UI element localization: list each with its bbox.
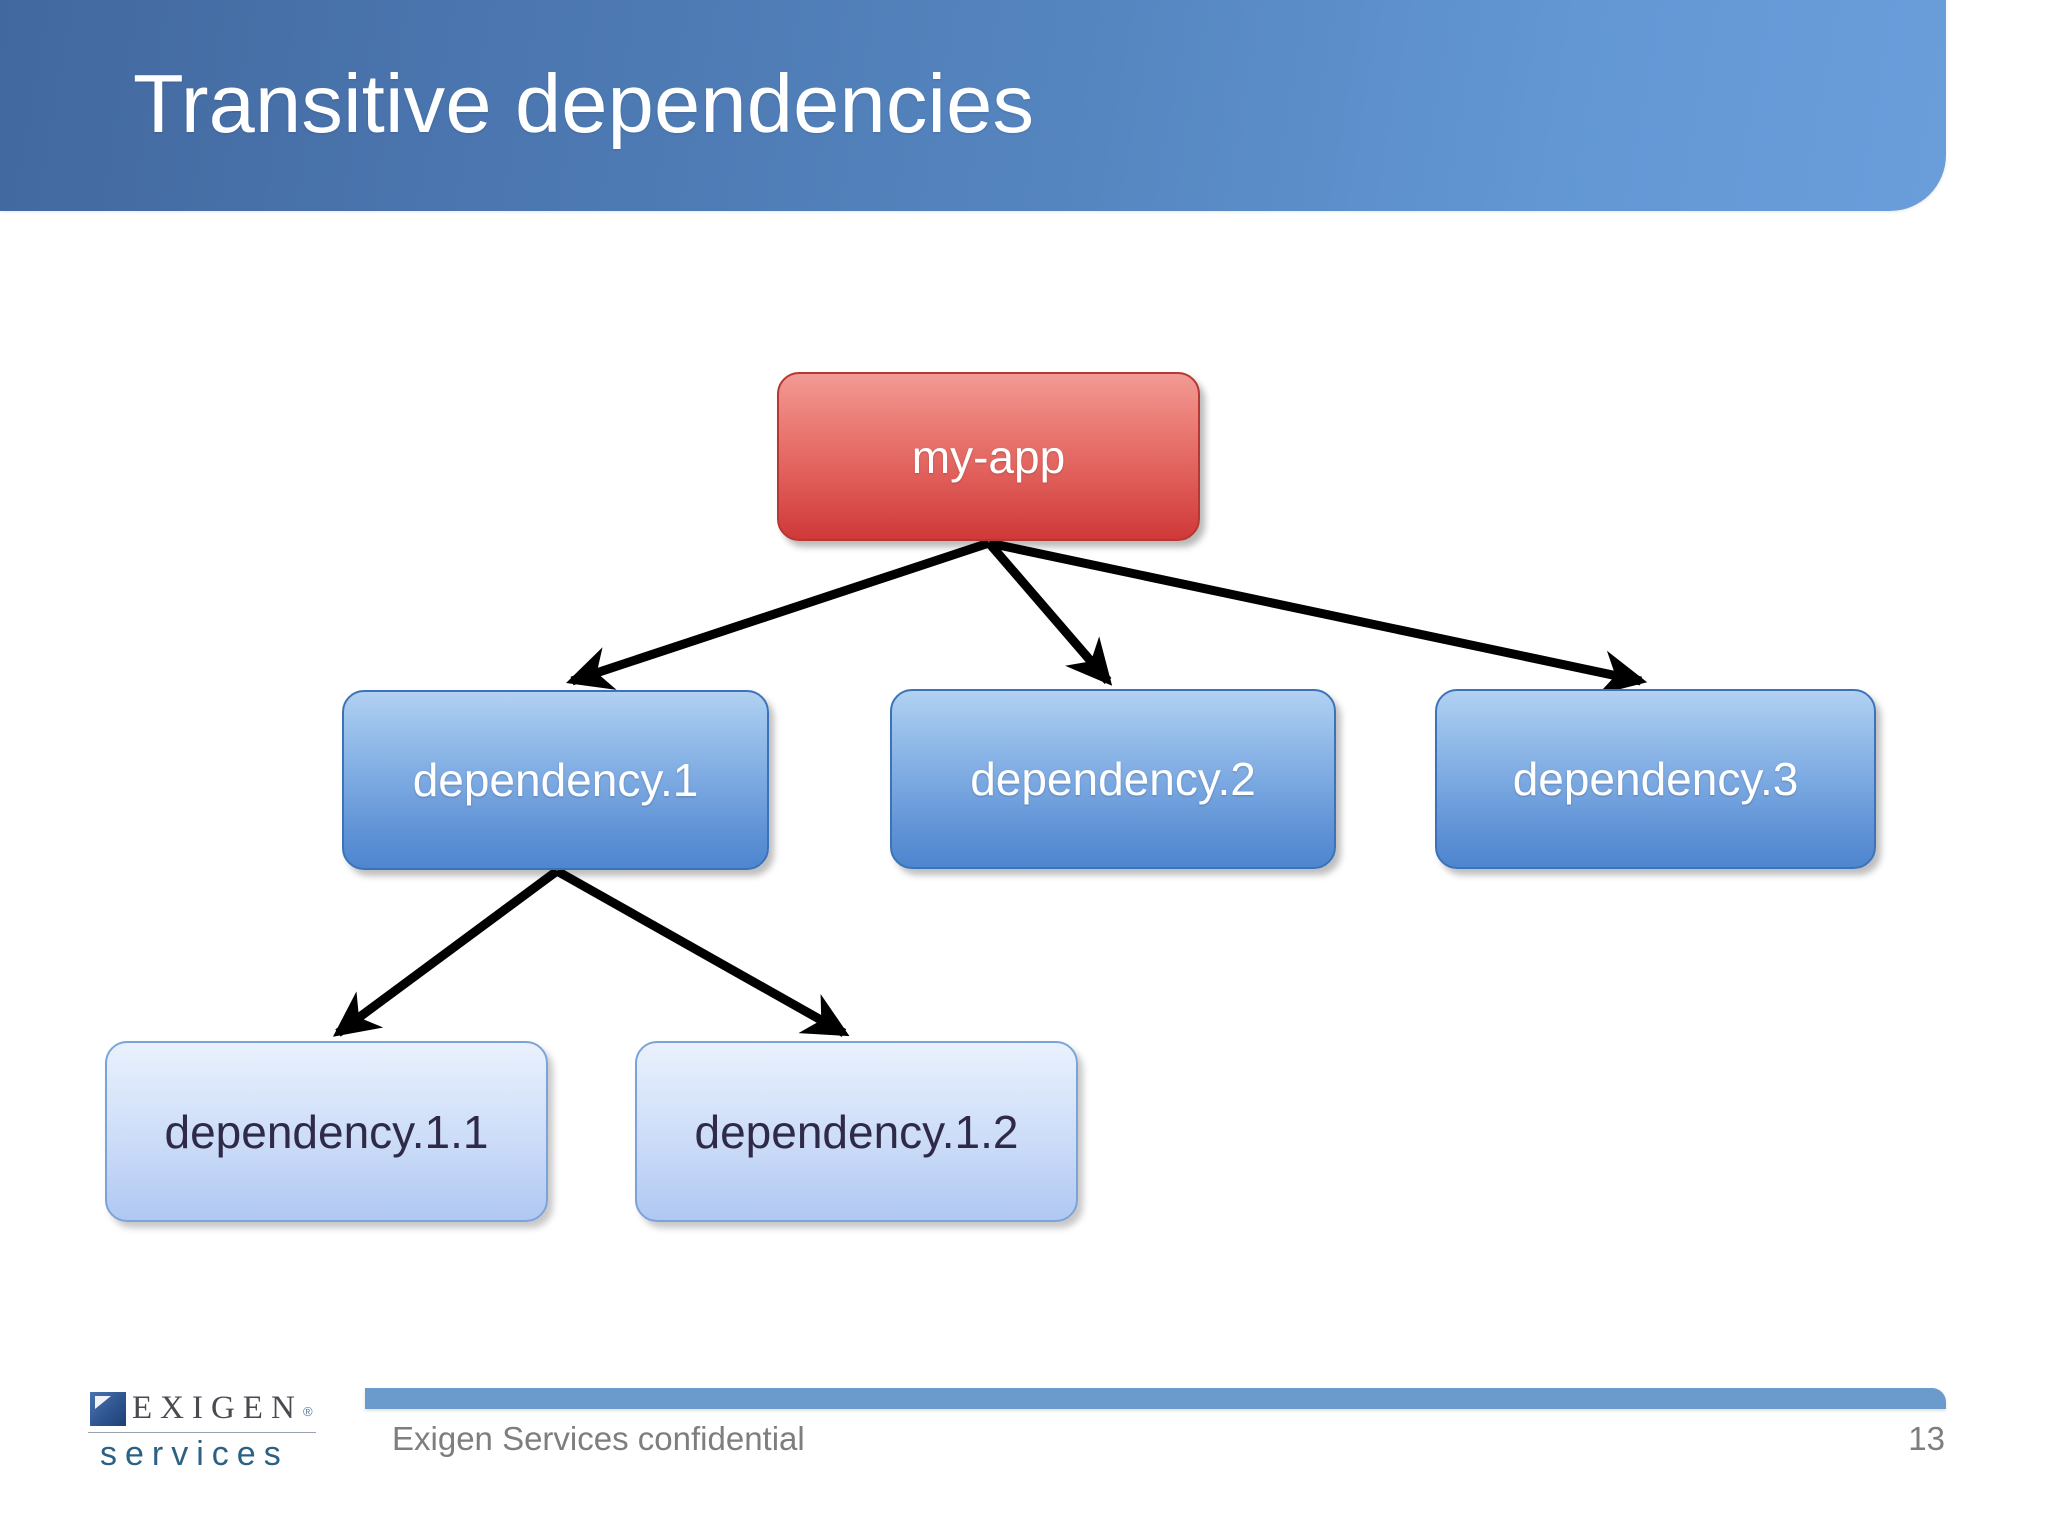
footer-accent-bar <box>365 1388 1946 1409</box>
node-label: dependency.1.2 <box>694 1105 1019 1158</box>
node-label: dependency.2 <box>970 753 1256 805</box>
node-dependency-1[interactable]: dependency.1 <box>342 690 769 870</box>
node-dependency-3[interactable]: dependency.3 <box>1435 689 1876 869</box>
page-title: Transitive dependencies <box>133 57 1035 150</box>
edge-my-app-to-dependency-2 <box>985 540 1113 686</box>
node-label: my-app <box>911 430 1066 483</box>
node-dependency-1-1[interactable]: dependency.1.1 <box>105 1041 548 1222</box>
edge-my-app-to-dependency-1 <box>566 538 991 690</box>
node-label: dependency.1.1 <box>164 1105 489 1158</box>
logo-subtext: services <box>100 1435 289 1473</box>
logo-wordmark: EXIGEN <box>132 1390 303 1426</box>
node-label: dependency.3 <box>1512 753 1799 805</box>
edge-my-app-to-dependency-3 <box>988 538 1648 695</box>
node-dependency-1-2[interactable]: dependency.1.2 <box>635 1041 1078 1222</box>
slide-footer: EXIGEN ® services Exigen Services confid… <box>0 1376 2048 1536</box>
page-number: 13 <box>1908 1420 1945 1457</box>
confidentiality-notice: Exigen Services confidential <box>392 1420 805 1457</box>
edge-dependency-1-to-1-1 <box>332 867 560 1037</box>
registered-trademark-icon: ® <box>303 1404 313 1419</box>
exigen-services-logo: EXIGEN ® services <box>88 1386 323 1478</box>
dependency-tree-diagram: my-app dependency.1 dependency.2 depende… <box>105 372 1876 1222</box>
node-my-app[interactable]: my-app <box>777 372 1200 541</box>
node-label: dependency.1 <box>412 754 699 806</box>
logo-divider <box>88 1432 316 1433</box>
node-dependency-2[interactable]: dependency.2 <box>890 689 1336 869</box>
edge-dependency-1-to-1-2 <box>554 867 850 1037</box>
title-banner: Transitive dependencies <box>0 0 1946 211</box>
exigen-logo-mark-icon <box>90 1392 126 1426</box>
